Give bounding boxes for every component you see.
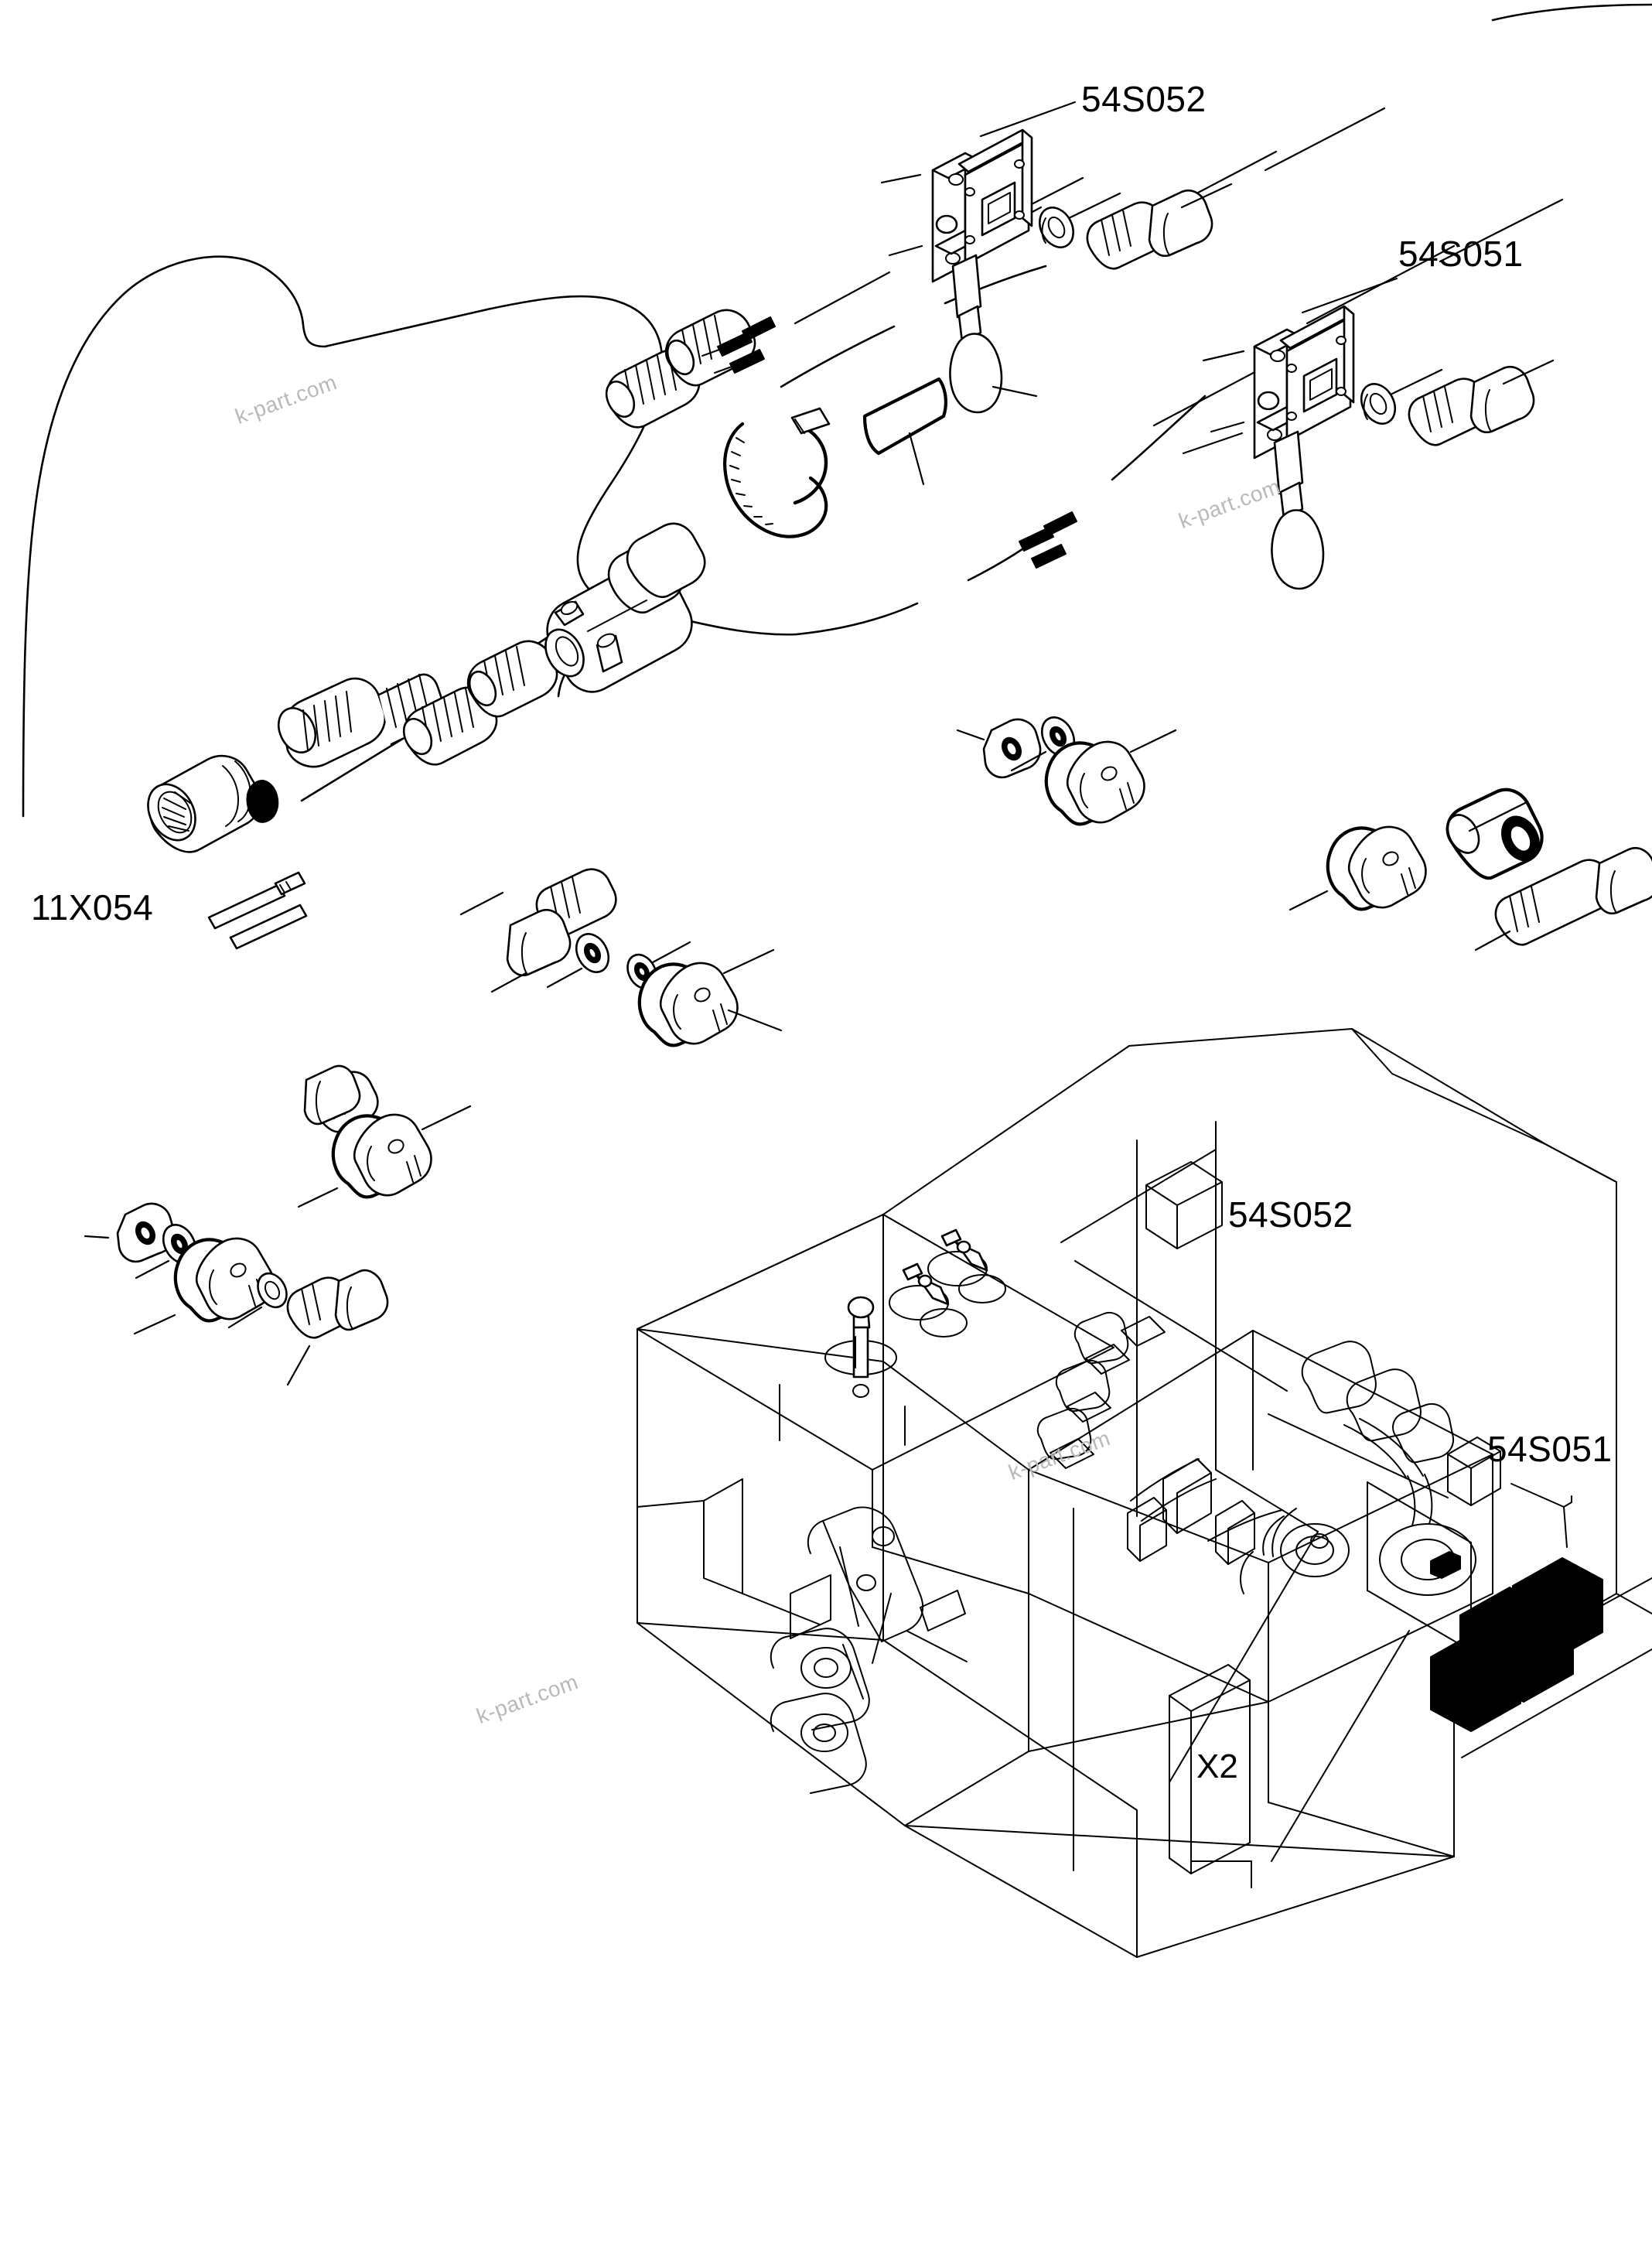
detail-callout-label: X2 [1196,1747,1238,1785]
control-lever [824,1296,897,1398]
clamp-bolt [506,868,617,977]
electrical-connector [147,673,445,950]
lock-washer [626,953,657,990]
clamp-bolt [1494,847,1652,946]
wire-marker-tag [862,377,947,486]
clamp-assembly [84,1202,389,1386]
clamp-bolt [286,1269,389,1339]
sensor-location-marker [1060,1121,1572,1862]
part-label-54s052-machine: 54S052 [1228,1194,1353,1235]
connector-pin [207,871,308,950]
part-label-54s051-machine: 54S051 [1487,1429,1613,1469]
clamp-assembly [297,1064,472,1208]
interior-structure [637,1361,1455,1857]
hydraulic-tank [637,1214,1114,1548]
clamp-assembly [1288,787,1652,951]
harness-junction-body [544,522,706,693]
engine-block [1028,1312,1493,1703]
sensor-washer [1038,207,1075,248]
sensor-bolt [1086,190,1213,270]
hose-clamp [1326,825,1427,911]
clamp-assembly [490,868,783,1047]
cable-tie [723,407,831,538]
part-label-54s051-exploded: 54S051 [1398,234,1524,274]
part-label-54s052-exploded: 54S052 [1081,79,1207,119]
detail-callout-box [1169,1664,1252,1888]
terminal-splice [701,316,1077,569]
hose-clamp [1044,740,1145,826]
pressure-sensor [880,101,1233,414]
hose-clamp [331,1113,432,1199]
lift-arm-linkage [770,1506,966,1794]
hose-clamp [637,962,739,1047]
lock-washer [257,1272,288,1309]
spacer-sleeve [1446,787,1544,880]
gauge-cluster [889,1228,1006,1338]
hex-nut [116,1202,176,1263]
counterweight-block [1430,1551,1603,1732]
sensor-washer [1360,383,1397,425]
pressure-sensor [1182,277,1555,590]
flat-washer [575,933,610,973]
part-label-11x054: 11X054 [31,887,154,928]
sensor-bolt [1408,366,1535,446]
chassis-frame [637,1028,1652,1958]
hose-clamp [173,1237,275,1323]
clamp-assembly [956,716,1177,826]
